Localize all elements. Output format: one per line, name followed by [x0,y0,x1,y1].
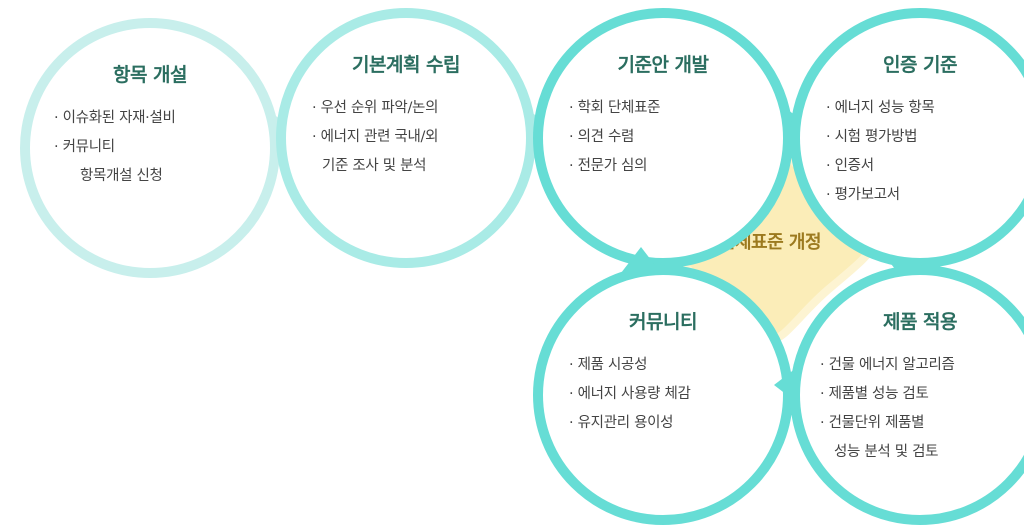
node-bullet: · 이슈화된 자재·설비 [54,110,176,126]
node-bullet: · 의견 수렴 [569,129,635,145]
node-bullet: · 에너지 관련 국내/외 [312,129,439,145]
node-bullet: · 제품 시공성 [569,357,648,373]
node-bullet-cont: 성능 분석 및 검토 [834,444,939,460]
node-product-application: 제품 적용 · 건물 에너지 알고리즘 · 제품별 성능 검토 · 건물단위 제… [774,265,1024,525]
node-title: 커뮤니티 [629,311,697,333]
node-title: 제품 적용 [882,311,958,333]
node-bullet-cont: 기준 조사 및 분석 [322,158,427,174]
node-bullet: · 학회 단체표준 [569,100,661,116]
node-bullet: · 에너지 성능 항목 [826,100,935,116]
node-title: 항목 개설 [112,64,188,86]
node-bullet: · 커뮤니티 [54,139,115,155]
node-bullet: · 건물단위 제품별 [820,415,925,431]
node-community: 커뮤니티 · 제품 시공성 · 에너지 사용량 체감 · 유지관리 용이성 [533,247,793,525]
node-draft-development: 기준안 개발 · 학회 단체표준 · 의견 수렴 · 전문가 심의 [533,8,809,268]
node-bullet: · 인증서 [826,158,874,174]
node-bullet: · 에너지 사용량 체감 [569,386,691,402]
node-bullet: · 시험 평가방법 [826,129,918,145]
node-bullet: · 전문가 심의 [569,158,648,174]
node-certification-criteria: 인증 기준 · 에너지 성능 항목 · 시험 평가방법 · 인증서 · 평가보고… [790,8,1024,282]
node-bullet: · 제품별 성능 검토 [820,386,929,402]
node-item-opening: 항목 개설 · 이슈화된 자재·설비 · 커뮤니티 항목개설 신청 [20,18,298,278]
process-diagram: 단체표준 개정 항목 개설 · 이슈화된 자재·설비 · 커뮤니티 항목개설 신… [20,8,1024,525]
node-bullet: · 유지관리 용이성 [569,415,674,431]
node-title: 인증 기준 [882,54,958,76]
node-bullet: · 평가보고서 [826,187,900,203]
node-bullet-cont: 항목개설 신청 [80,168,163,184]
node-title: 기준안 개발 [617,54,709,76]
node-basic-plan: 기본계획 수립 · 우선 순위 파악/논의 · 에너지 관련 국내/외 기준 조… [276,8,552,268]
node-title: 기본계획 수립 [352,54,461,76]
node-bullet: · 우선 순위 파악/논의 [312,100,439,116]
node-bullet: · 건물 에너지 알고리즘 [820,357,955,373]
